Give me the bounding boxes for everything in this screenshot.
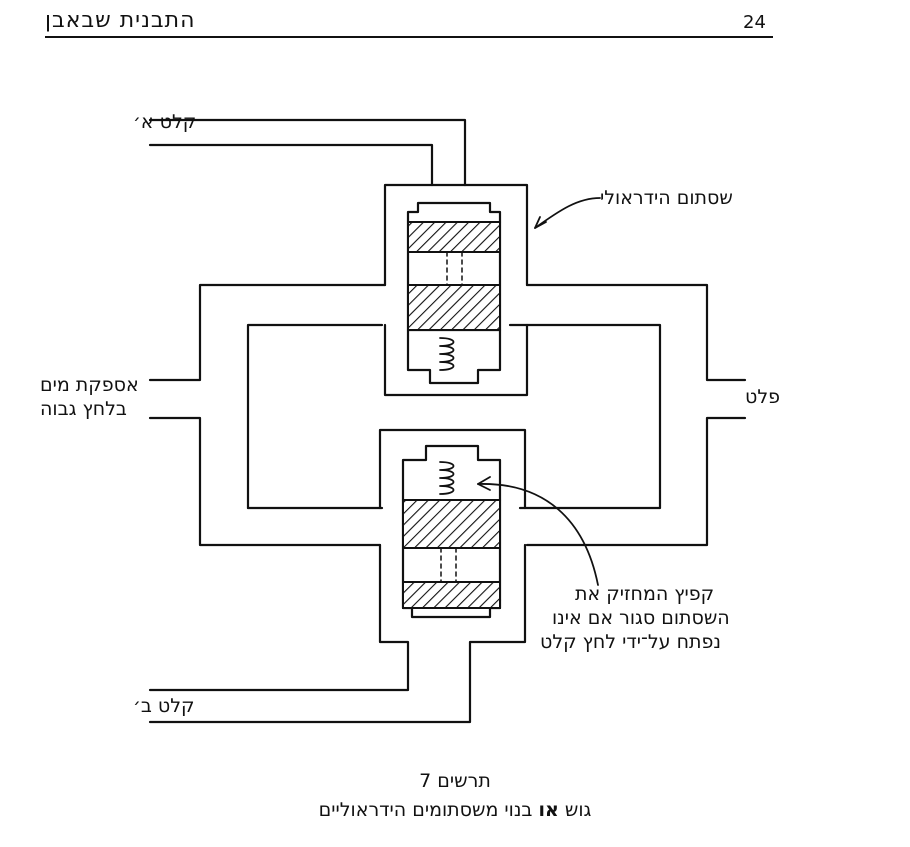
supply-pipe-outer: [148, 283, 387, 382]
figure-number: תרשים 7: [419, 770, 491, 792]
output-pipe-outer: [525, 283, 747, 382]
lower-valve-housing: [148, 543, 410, 692]
output-pipe-inner: [525, 416, 747, 547]
label-spring-note-3: נפתח על־ידי לחץ קלט: [540, 631, 721, 653]
upper-valve-piston-bottom: [407, 284, 501, 331]
label-inlet-b: קלט ב׳: [133, 695, 195, 717]
upper-valve-piston-top: [407, 221, 501, 253]
label-water-supply-1: אספקת מים: [40, 374, 139, 396]
running-header-title: התבנית שבאבן: [45, 8, 196, 33]
label-water-supply-2: בלחץ גבוה: [40, 398, 127, 420]
upper-spring: [439, 337, 455, 371]
caption-text-bold: או: [538, 799, 559, 821]
supply-pipe-inner: [148, 416, 382, 547]
supply-channel-inner: [246, 323, 384, 510]
label-inlet-a: קלט א׳: [133, 111, 197, 133]
figure-caption: גוש או בנוי משסתומים הידראוליים: [0, 799, 910, 821]
caption-text-after: בנוי משסתומים הידראוליים: [318, 799, 533, 821]
label-hydraulic-valve: שסתום הידראולי: [600, 187, 733, 209]
label-output: פלט: [745, 386, 780, 408]
caption-text-before: גוש: [564, 799, 592, 821]
lower-valve-piston-top: [402, 499, 501, 549]
page-number: 24: [743, 12, 766, 33]
lower-valve-piston-bottom: [402, 581, 501, 609]
spring-leader-line: [477, 483, 599, 586]
lower-spring: [439, 461, 455, 495]
header-rule: [45, 36, 773, 38]
label-spring-note-2: השסתום סגור אם אינו: [552, 607, 730, 629]
upper-valve-housing: [383, 183, 467, 287]
label-spring-note-1: קפיץ המחזיק את: [575, 583, 715, 605]
valve-leader-line: [534, 197, 601, 229]
output-channel-inner: [508, 323, 662, 510]
